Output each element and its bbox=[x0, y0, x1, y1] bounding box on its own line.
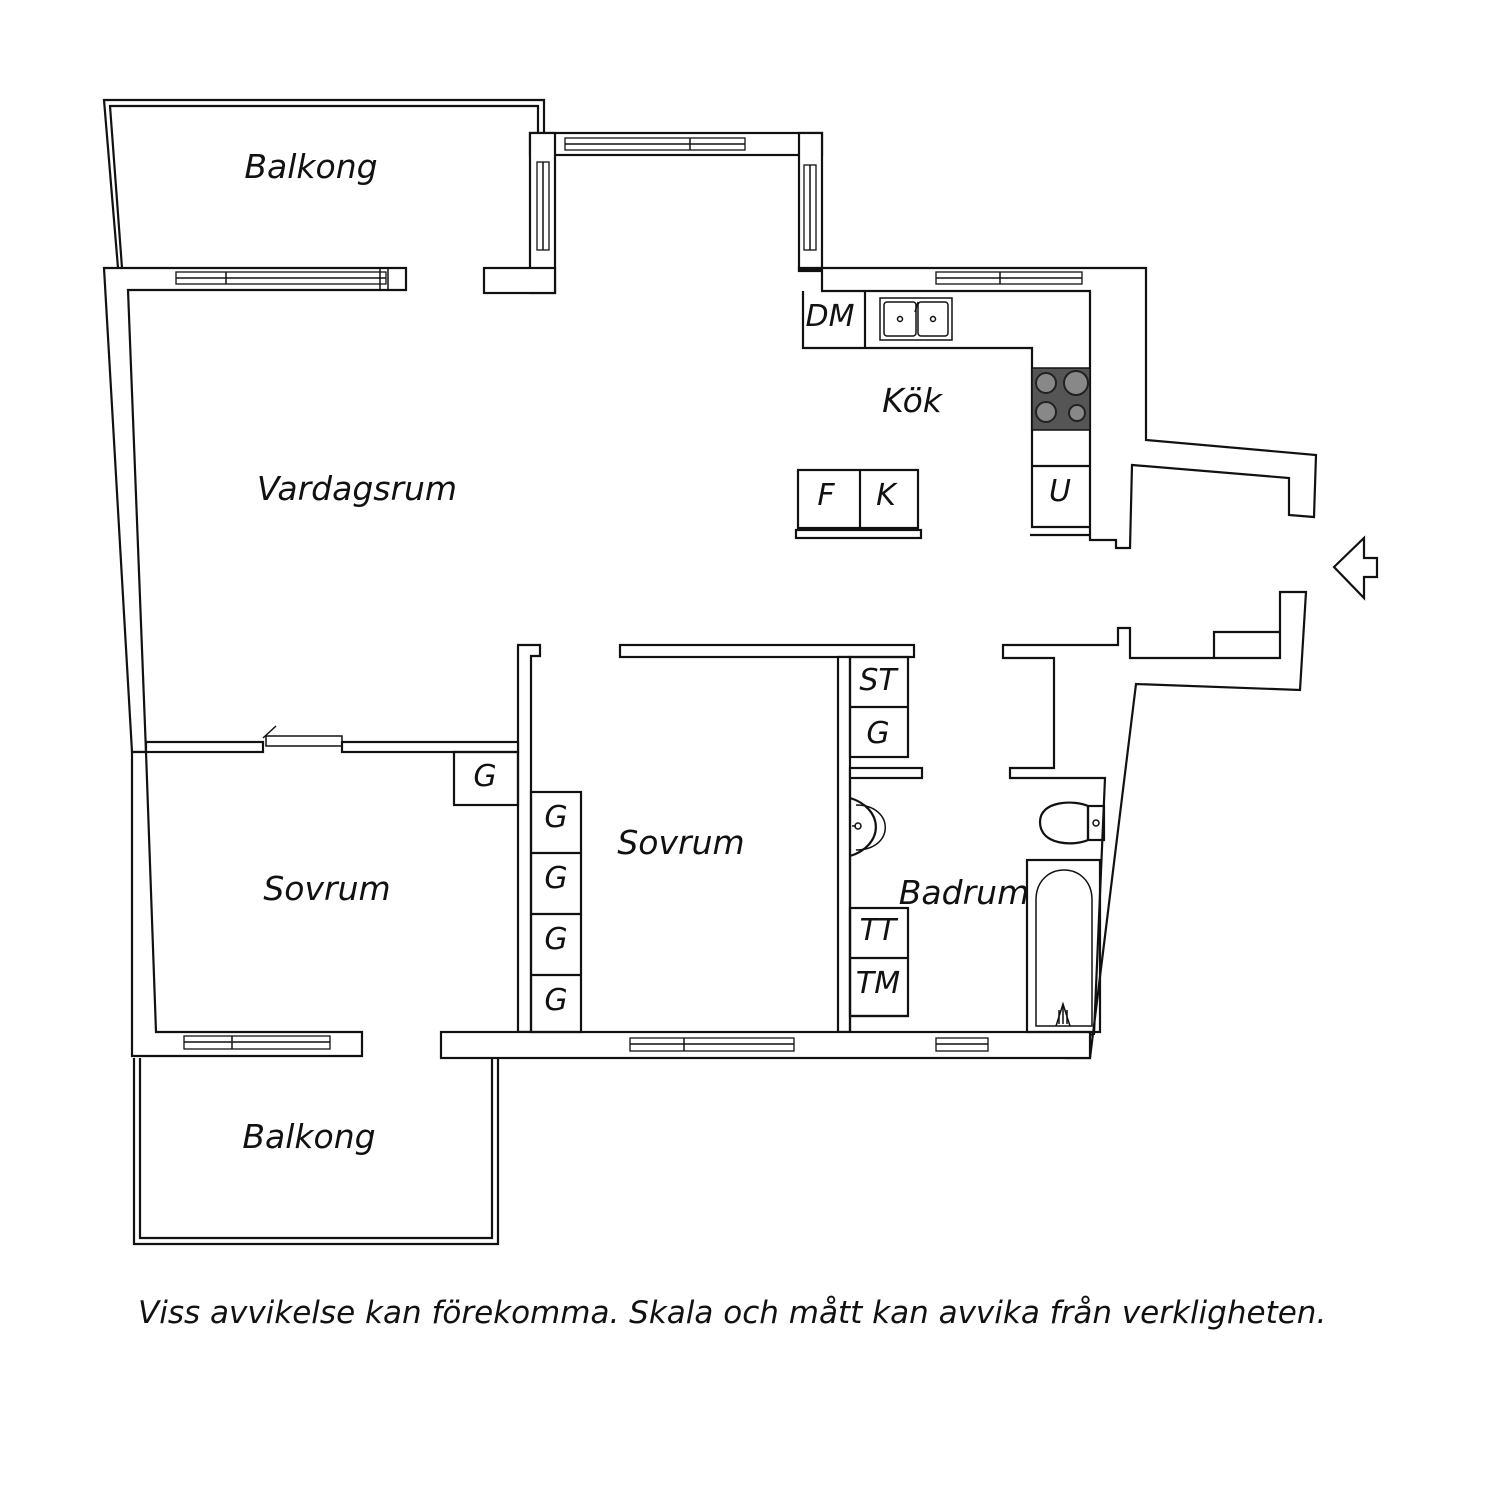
room-label-balcony-bottom: Balkong bbox=[242, 1117, 375, 1156]
fixture-label-wardrobe-2: G bbox=[544, 861, 567, 896]
room-label-balcony-top: Balkong bbox=[244, 147, 377, 186]
room-label-kitchen: Kök bbox=[882, 381, 944, 420]
kitchen-walls bbox=[797, 266, 1318, 550]
interior-walls bbox=[144, 643, 924, 1034]
fixture-label-wardrobe-hall: G bbox=[866, 716, 889, 751]
fixture-label-dryer: TT bbox=[860, 913, 899, 948]
bottom-wall bbox=[439, 1030, 1092, 1060]
balcony-top bbox=[102, 98, 546, 269]
fridge-freezer bbox=[794, 468, 923, 540]
fixture-label-storage: ST bbox=[859, 663, 899, 698]
fixture-label-wardrobe-1: G bbox=[544, 800, 567, 835]
bathroom-fixtures bbox=[848, 780, 1106, 1034]
kitchen-counter bbox=[801, 291, 1090, 537]
fixture-label-wardrobe-3: G bbox=[544, 922, 567, 957]
fixture-label-freezer: F bbox=[817, 478, 835, 513]
disclaimer-text: Viss avvikelse kan förekomma. Skala och … bbox=[138, 1295, 1327, 1331]
bay-window bbox=[482, 131, 824, 295]
room-label-bathroom: Badrum bbox=[899, 873, 1029, 912]
fixture-label-dishwasher: DM bbox=[806, 299, 855, 334]
fixture-label-oven: U bbox=[1049, 474, 1071, 509]
wardrobes bbox=[452, 655, 910, 1034]
room-label-bedroom-left: Sovrum bbox=[263, 869, 390, 908]
fixture-label-washer: TM bbox=[856, 966, 900, 1001]
bedroom-left-walls bbox=[130, 750, 364, 1058]
fixture-label-fridge: K bbox=[876, 478, 898, 513]
fixture-label-wardrobe-4: G bbox=[544, 983, 567, 1018]
balcony-bottom bbox=[132, 1058, 500, 1246]
living-room-walls bbox=[102, 266, 408, 754]
fixture-label-wardrobe-left: G bbox=[473, 759, 496, 794]
stove bbox=[1031, 367, 1091, 431]
room-label-bedroom-middle: Sovrum bbox=[617, 823, 744, 862]
room-label-living-room: Vardagsrum bbox=[257, 469, 457, 508]
entrance bbox=[1001, 535, 1379, 1060]
